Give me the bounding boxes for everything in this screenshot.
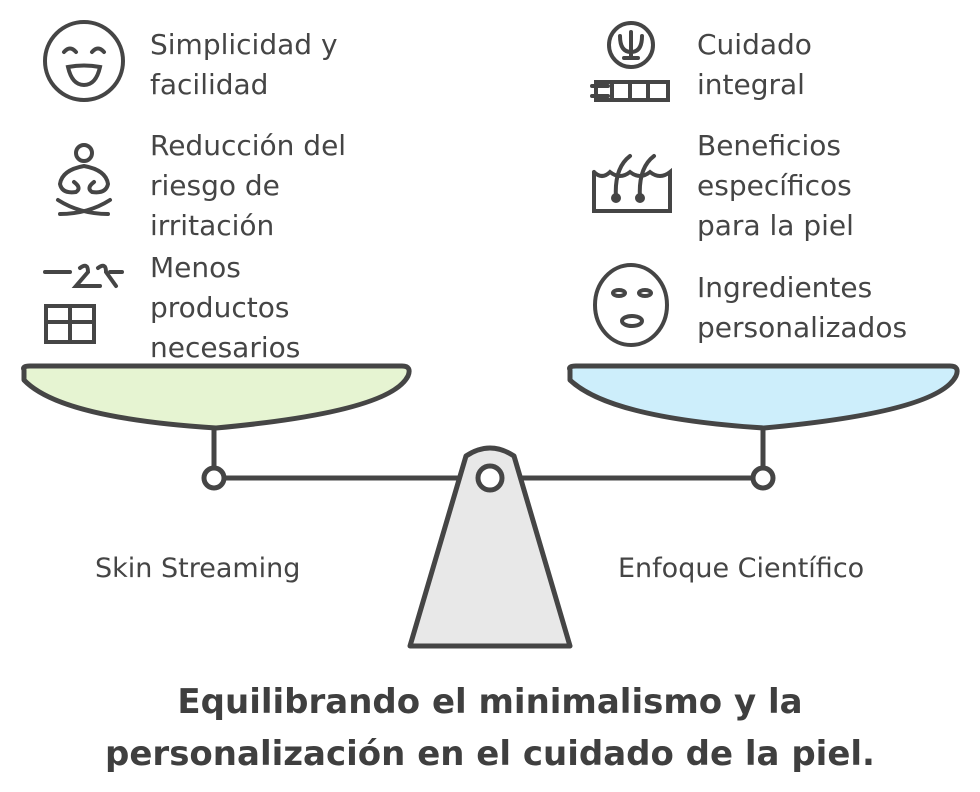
pivot	[475, 463, 505, 493]
laughing-face-icon	[43, 20, 125, 102]
right-item-ingredients: Ingredientes personalizados	[697, 271, 908, 344]
right-joint	[750, 465, 776, 491]
left-item-products: Menos productos necesarios	[150, 251, 301, 364]
left-joint	[201, 465, 227, 491]
right-item-benefits: Beneficios específicos para la piel	[697, 129, 854, 242]
left-item-simplicity: Simplicidad y facilidad	[150, 28, 338, 101]
right-side-label: Enfoque Científico	[618, 553, 865, 584]
skin-layers-icon	[592, 154, 672, 213]
right-pan	[567, 363, 960, 431]
left-side-label: Skin Streaming	[95, 553, 301, 584]
meditation-person-icon	[56, 143, 112, 216]
wardrobe-hangers-icon	[43, 263, 124, 344]
right-item-integral: Cuidado integral	[697, 28, 812, 101]
fulcrum	[407, 445, 573, 649]
left-pan	[21, 363, 412, 431]
left-item-irritation: Reducción del riesgo de irritación	[150, 129, 347, 242]
page-title: Equilibrando el minimalismo y la persona…	[105, 682, 875, 774]
psi-symbol-icon	[590, 21, 670, 102]
face-mask-icon	[593, 263, 669, 347]
